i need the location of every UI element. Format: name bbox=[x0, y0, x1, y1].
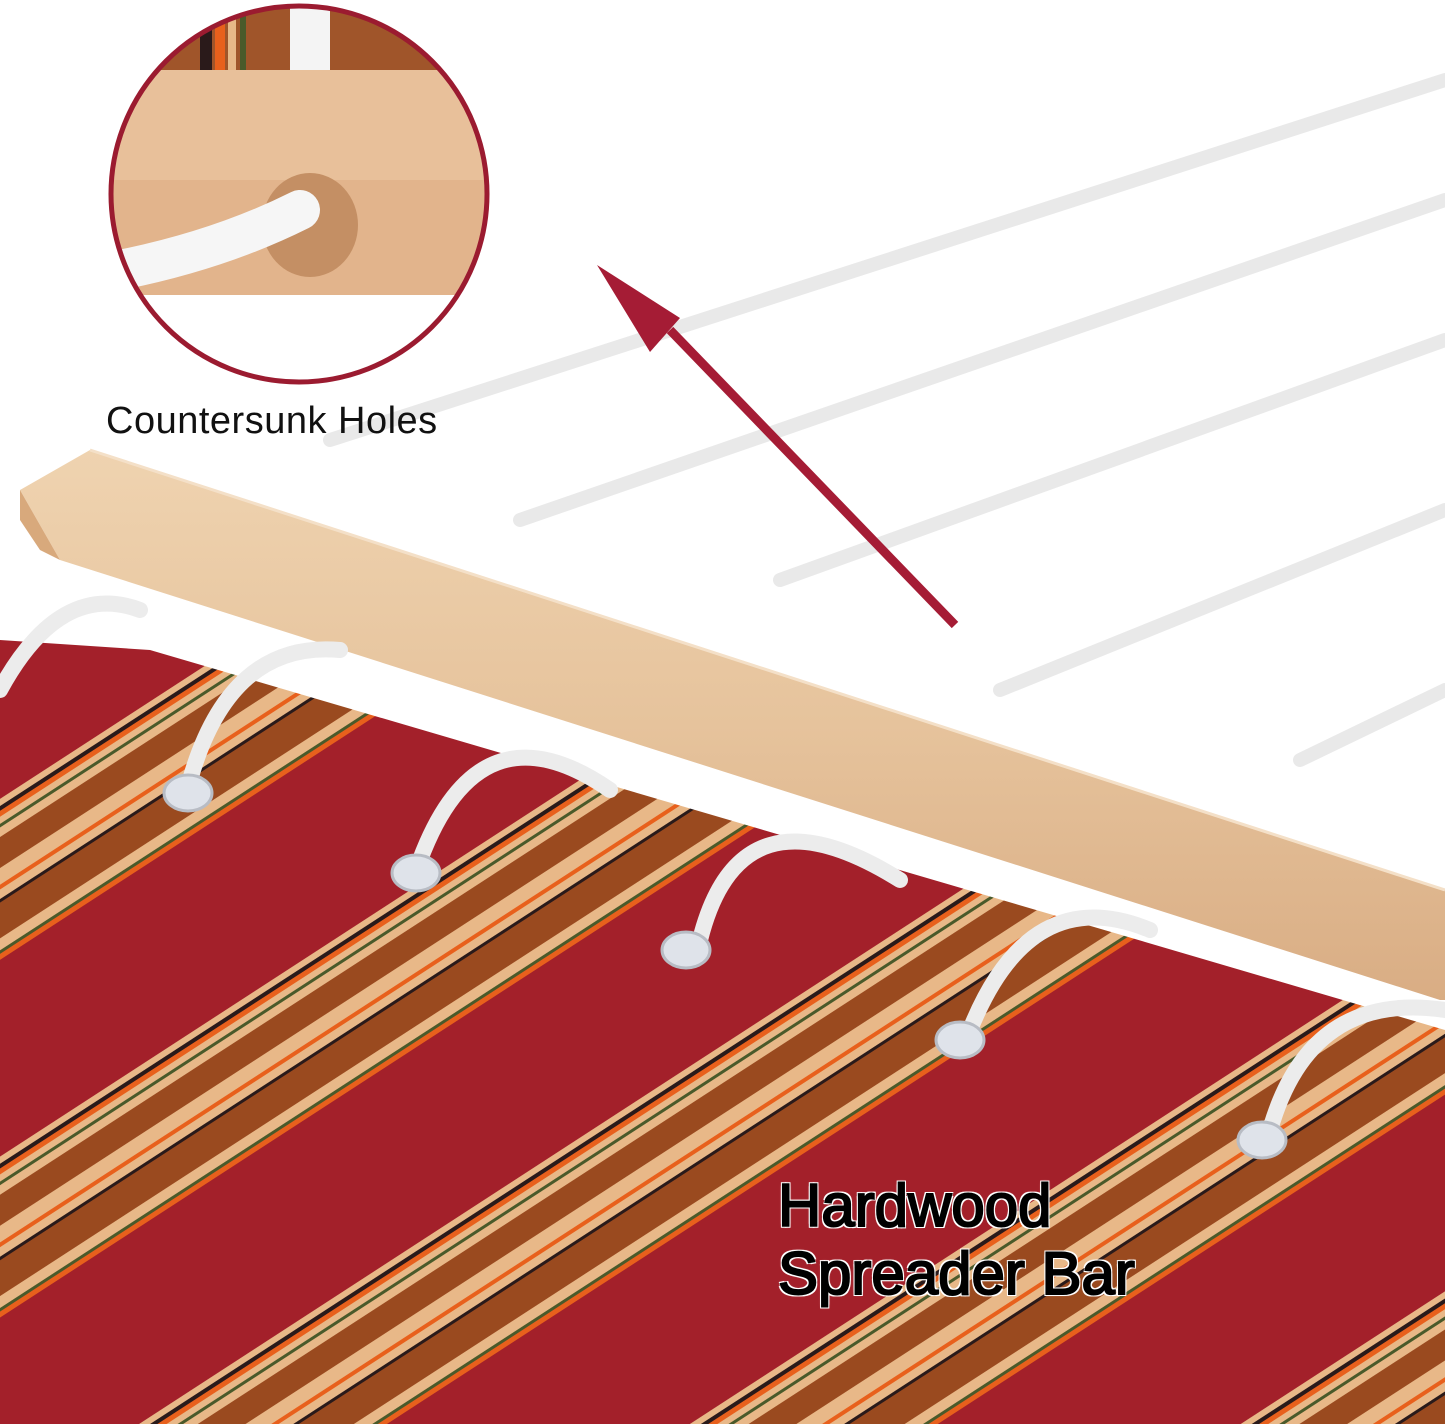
hardwood-label-line2: Spreader Bar bbox=[777, 1239, 1136, 1308]
arrow-icon bbox=[597, 265, 959, 629]
hardwood-label-line1: Hardwood bbox=[777, 1171, 1052, 1240]
countersunk-holes-inset bbox=[108, 3, 490, 385]
countersunk-holes-label: Countersunk Holes bbox=[106, 400, 438, 442]
grommets bbox=[162, 773, 1288, 1160]
hardwood-spreader-bar-label: Hardwood Spreader Bar bbox=[777, 1171, 1136, 1308]
spreader-bar bbox=[20, 448, 1445, 1000]
rope-loops bbox=[0, 595, 1445, 1138]
suspension-ropes bbox=[323, 73, 1445, 767]
striped-fabric bbox=[0, 640, 1445, 1424]
